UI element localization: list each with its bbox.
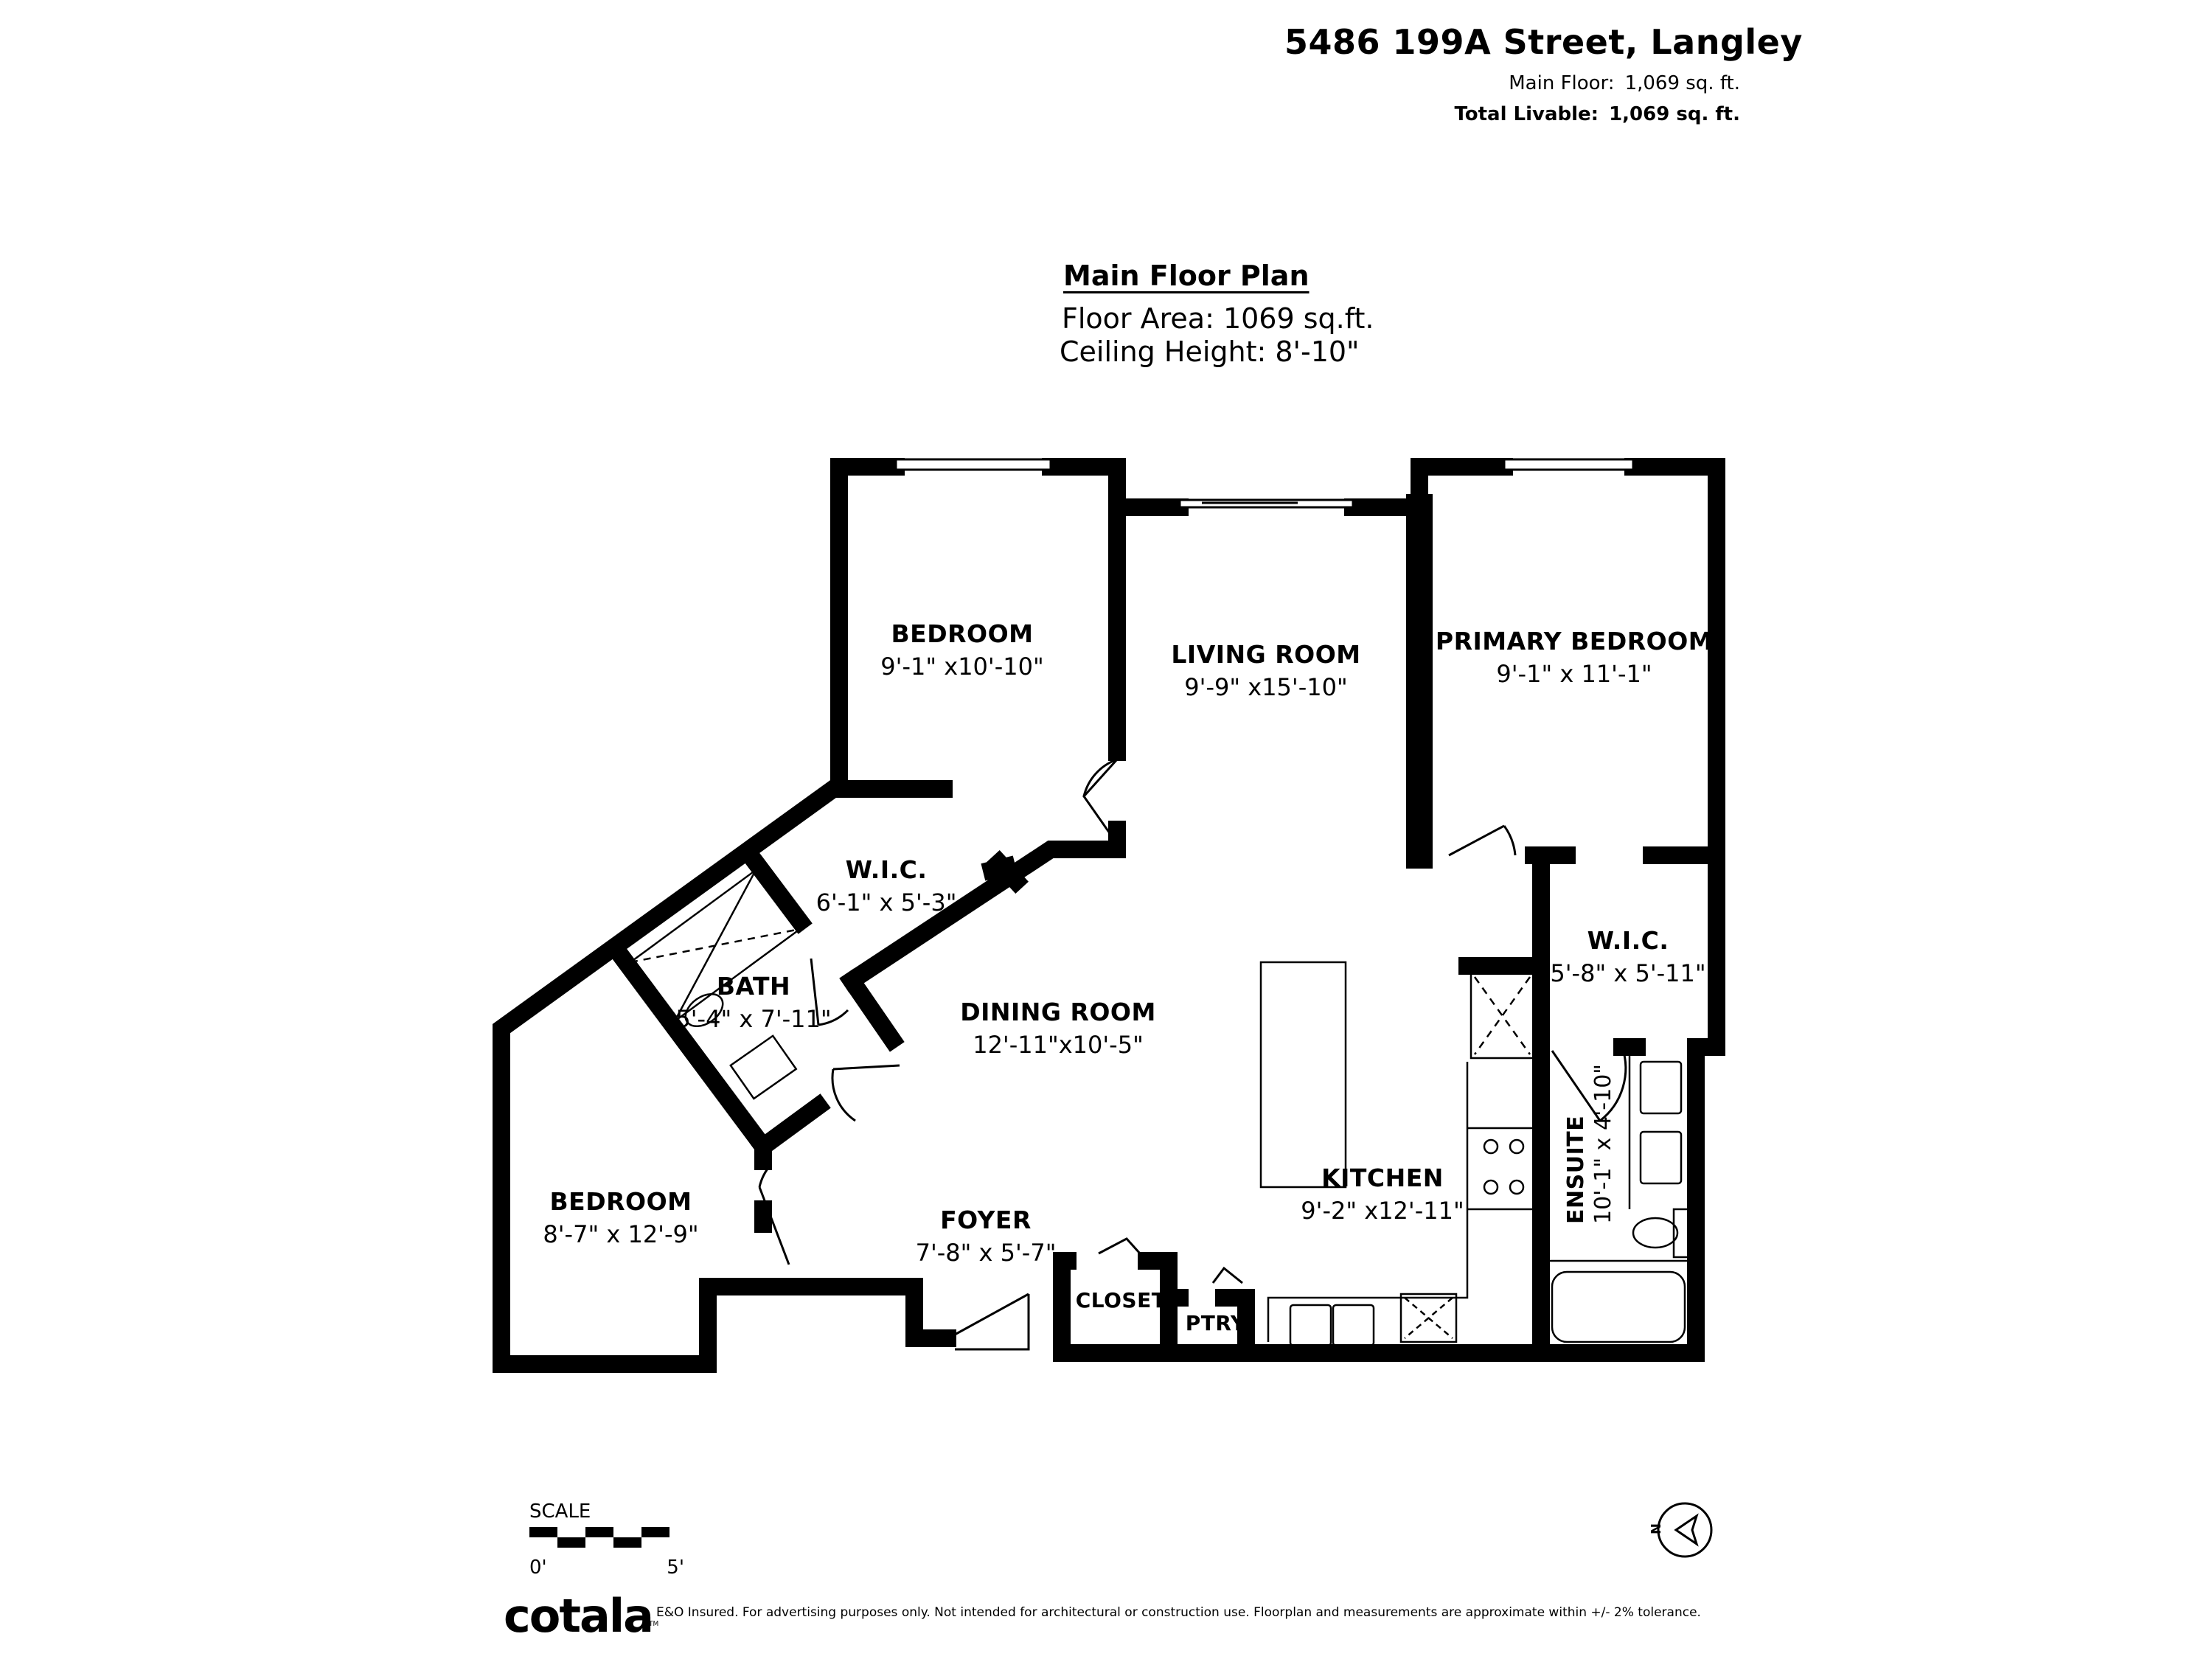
property-address: 5486 199A Street, Langley [1284,22,1803,62]
compass-label: N [1649,1523,1664,1534]
windows [894,458,1635,509]
plan-ceiling-height: Ceiling Height: 8'-10" [1060,335,1360,368]
scale-end: 5' [667,1557,684,1579]
room-name: BEDROOM [549,1187,692,1216]
room-dining-room: DINING ROOM 12'-11"x10'-5" [960,998,1156,1059]
room-name: FOYER [940,1206,1032,1234]
room-dimensions: 5'-8" x 5'-11" [1550,959,1706,987]
room-closet: CLOSET [1076,1288,1166,1312]
room-foyer: FOYER 7'-8" x 5'-7" [916,1206,1057,1267]
room-ensuite: ENSUITE 10'-1" x 4'-10" [1563,1064,1616,1224]
room-wic-1: W.I.C. 6'-1" x 5'-3" [816,855,957,917]
area-label: Total Livable: [1454,103,1599,125]
room-name: LIVING ROOM [1171,640,1361,669]
room-dimensions: 10'-1" x 4'-10" [1590,1063,1616,1224]
room-wic-2: W.I.C. 5'-8" x 5'-11" [1550,926,1705,987]
room-name: BEDROOM [891,619,1034,648]
brand-trademark: TM [649,1621,659,1628]
scale-legend: SCALE 0' 5' [529,1500,684,1579]
room-living-room: LIVING ROOM 9'-9" x15'-10" [1171,640,1360,701]
doors [758,758,1627,1351]
room-name: CLOSET [1075,1288,1166,1312]
walls [493,458,1725,1373]
area-value: 1,069 sq. ft. [1624,72,1740,94]
area-row-main-floor: Main Floor: 1,069 sq. ft. [1467,68,1740,99]
room-bath: BATH 5'-4" x 7'-11" [675,972,831,1033]
room-name: ENSUITE [1563,1115,1589,1224]
room-bedroom-2: BEDROOM 9'-1" x10'-10" [880,619,1043,681]
room-dimensions: 12'-11"x10'-5" [973,1031,1144,1059]
room-primary-bedroom: PRIMARY BEDROOM 9'-1" x 11'-1" [1436,627,1713,688]
north-arrow-icon: N [1641,1489,1722,1571]
room-dimensions: 9'-1" x10'-10" [880,653,1044,681]
room-dimensions: 9'-2" x12'-11" [1301,1197,1464,1225]
area-summary: Main Floor: 1,069 sq. ft. Total Livable:… [1454,68,1740,130]
scale-ticks: 0' 5' [529,1557,684,1579]
room-kitchen: KITCHEN 9'-2" x12'-11" [1301,1164,1464,1225]
scale-title: SCALE [529,1500,591,1523]
kitchen-island [1259,961,1347,1189]
room-dimensions: 6'-1" x 5'-3" [815,888,957,917]
room-name: W.I.C. [1587,926,1669,955]
room-name: W.I.C. [845,855,928,884]
room-dimensions: 9'-9" x15'-10" [1184,673,1348,701]
plan-floor-area: Floor Area: 1069 sq.ft. [1062,302,1374,335]
room-dimensions: 8'-7" x 12'-9" [543,1220,699,1248]
room-name: PRIMARY BEDROOM [1435,627,1714,655]
brand-logo: cotala [504,1589,654,1643]
room-name: KITCHEN [1321,1164,1444,1192]
disclaimer-text: E&O Insured. For advertising purposes on… [656,1605,1701,1620]
area-value: 1,069 sq. ft. [1609,103,1740,125]
room-name: BATH [716,972,791,1001]
area-label: Main Floor: [1509,72,1615,94]
room-pantry: PTRY. [1186,1311,1251,1335]
plan-title: Main Floor Plan [1063,260,1310,292]
fixtures [629,869,1696,1347]
room-name: DINING ROOM [960,998,1156,1026]
scale-start: 0' [529,1557,547,1579]
room-dimensions: 5'-4" x 7'-11" [675,1005,832,1033]
scale-bar [529,1527,669,1554]
room-dimensions: 7'-8" x 5'-7" [915,1239,1057,1267]
room-dimensions: 9'-1" x 11'-1" [1496,660,1652,688]
room-name: PTRY. [1185,1311,1251,1335]
area-row-total-livable: Total Livable: 1,069 sq. ft. [1454,99,1740,130]
room-bedroom-3: BEDROOM 8'-7" x 12'-9" [543,1187,698,1248]
